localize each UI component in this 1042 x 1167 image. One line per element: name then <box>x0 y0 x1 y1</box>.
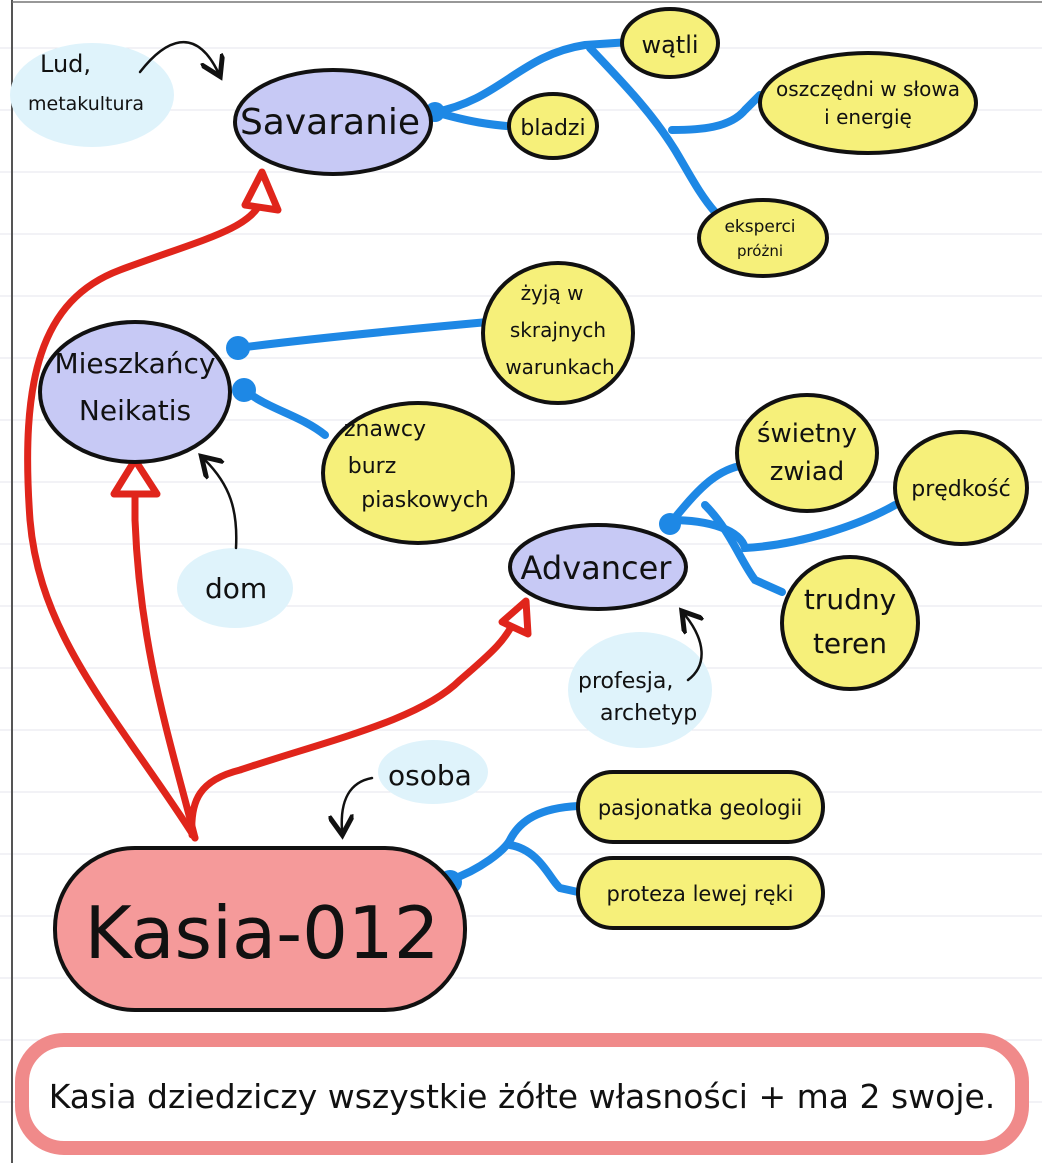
trait-zyja <box>481 261 635 405</box>
trait-pasjonatka-label: pasjonatka geologii <box>598 796 802 820</box>
annotation-lud-1: Lud, <box>40 50 91 78</box>
node-savaranie-label: Savaranie <box>240 102 420 143</box>
annotation-osoba: osoba <box>388 759 472 792</box>
trait-proteza <box>576 856 825 930</box>
node-mieszkancy-label-1: Mieszkańcy <box>54 347 215 380</box>
annotation-dom: dom <box>205 572 267 605</box>
trait-zyja-label-3: warunkach <box>505 355 614 379</box>
node-mieszkancy-label-2: Neikatis <box>79 394 191 427</box>
trait-trudny-label-2: teren <box>813 627 887 660</box>
inheritance-arrowheads <box>110 168 532 638</box>
trait-labels: wątli bladzi oszczędni w słowa i energię… <box>344 31 1011 906</box>
trait-znawcy-label-2: burz <box>348 454 397 479</box>
trait-watli <box>620 7 720 79</box>
summary-box: Kasia dziedziczy wszystkie żółte własnoś… <box>15 1033 1029 1155</box>
trait-bladzi <box>507 92 599 160</box>
trait-oszczedni-label-1: oszczędni w słowa <box>776 77 960 101</box>
annotation-blobs <box>10 43 712 804</box>
trait-swietny <box>735 393 879 513</box>
annotation-profesja-2: archetyp <box>600 701 697 726</box>
trait-znawcy-label-1: znawcy <box>344 417 426 442</box>
annotation-arrows <box>138 41 702 830</box>
inheritance-links <box>24 196 519 842</box>
trait-swietny-label-1: świetny <box>757 419 857 449</box>
trait-watli-label: wątli <box>641 31 698 59</box>
trait-trudny-label-1: trudny <box>804 583 896 616</box>
node-savaranie: Savaranie <box>233 68 433 176</box>
trait-eksperci-label-2: próżni <box>737 242 783 260</box>
node-kasia-label: Kasia-012 <box>84 891 439 975</box>
trait-proteza-label: proteza lewej ręki <box>607 882 794 906</box>
trait-bladzi-label: bladzi <box>520 116 585 141</box>
node-kasia: Kasia-012 <box>53 846 467 1012</box>
annotation-labels: Lud, metakultura dom profesja, archetyp … <box>28 50 697 792</box>
trait-zyja-label-2: skrajnych <box>510 318 606 342</box>
trait-oszczedni-label-2: i energię <box>824 105 912 129</box>
annotation-profesja-1: profesja, <box>578 669 673 694</box>
node-mieszkancy-neikatis: Mieszkańcy Neikatis <box>38 320 232 464</box>
trait-nodes <box>321 7 1029 930</box>
summary-text: Kasia dziedziczy wszystkie żółte własnoś… <box>49 1077 996 1116</box>
trait-oszczedni <box>758 51 978 155</box>
trait-znawcy <box>321 401 515 545</box>
node-advancer: Advancer <box>508 523 688 611</box>
trait-trudny <box>780 555 920 691</box>
trait-swietny-label-2: zwiad <box>770 457 845 487</box>
trait-zyja-label-1: żyją w <box>521 281 584 305</box>
node-advancer-label: Advancer <box>521 549 673 587</box>
trait-predkosc-label: prędkość <box>911 477 1010 502</box>
trait-znawcy-label-3: piaskowych <box>361 488 489 513</box>
trait-eksperci-label-1: eksperci <box>724 217 795 237</box>
trait-pasjonatka <box>576 770 825 844</box>
annotation-lud-2: metakultura <box>28 93 144 115</box>
trait-eksperci <box>697 198 829 278</box>
trait-predkosc <box>893 430 1029 546</box>
